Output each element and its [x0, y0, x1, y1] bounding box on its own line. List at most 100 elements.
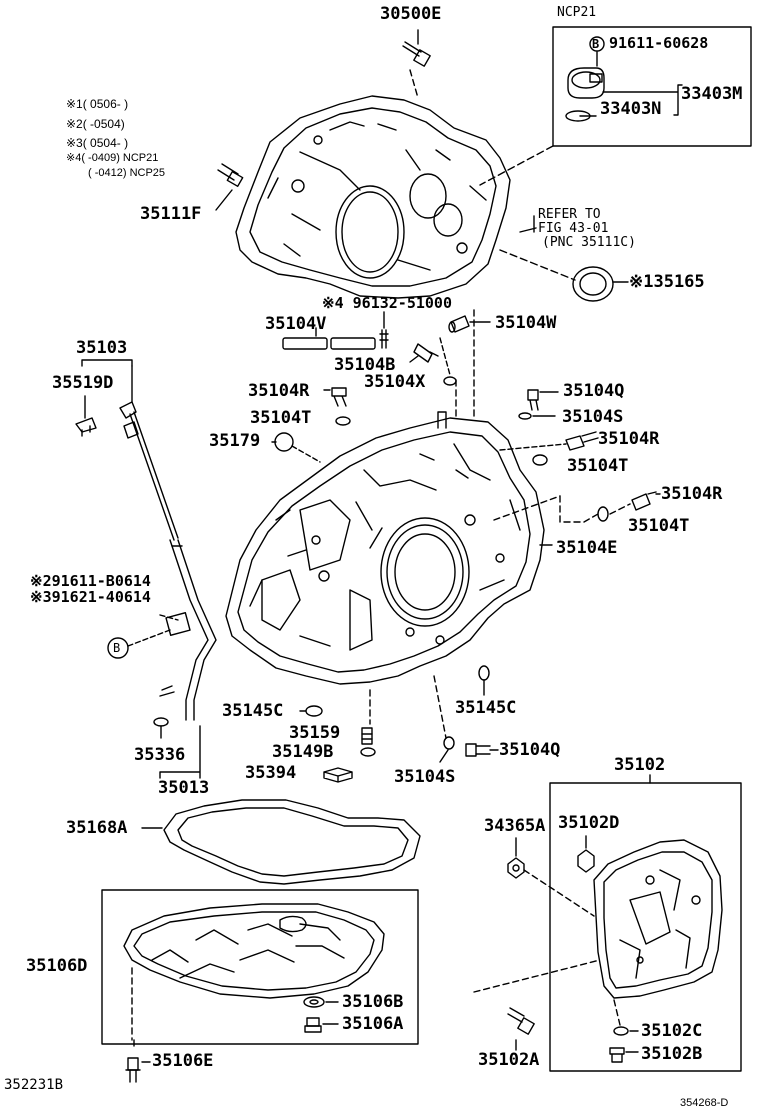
label-35104T-2: 35104T	[567, 456, 629, 476]
bolt-35111F	[217, 163, 244, 188]
label-35102A: 35102A	[478, 1050, 540, 1070]
label-35159: 35159	[289, 723, 341, 743]
transaxle-case-main	[225, 411, 545, 685]
note-1: ※1( 0506- )	[66, 97, 129, 111]
ncp21-leaders	[579, 51, 683, 117]
dash-bottom	[369, 675, 447, 739]
dash-35104X	[439, 337, 451, 376]
label-35013: 35013	[158, 778, 210, 798]
plug-34365A	[507, 857, 525, 879]
magnet-35394	[323, 767, 353, 783]
label-35106D: 35106D	[26, 956, 88, 976]
pin-96132	[379, 329, 389, 349]
label-33403N: 33403N	[600, 99, 662, 119]
label-35106A: 35106A	[342, 1014, 404, 1034]
label-34365A: 34365A	[484, 816, 546, 836]
oring-35104S-top	[518, 412, 532, 420]
oring-35336	[153, 717, 169, 727]
label-35104S-1: 35104S	[562, 407, 624, 427]
bolt-30500E	[402, 41, 431, 67]
oring-35104T-left	[335, 416, 351, 426]
bolt-35104Q-bottom	[465, 743, 491, 757]
label-35104X: 35104X	[364, 372, 426, 392]
label-35104Q-1: 35104Q	[563, 381, 625, 401]
bolt-35104Q-top	[527, 389, 539, 411]
label-91621-40614: ※391621-40614	[30, 588, 151, 606]
oring-35104S-bottom	[443, 736, 455, 750]
dash-35179	[291, 445, 321, 463]
note-5: ( -0412) NCP25	[88, 167, 166, 179]
transaxle-housing-upper	[235, 95, 511, 299]
label-35104T-3: 35104T	[628, 516, 690, 536]
marker-b-ncp21: B	[592, 37, 600, 51]
label-35104Q-2: 35104Q	[499, 740, 561, 760]
dash-35102-parts	[473, 959, 621, 1026]
label-35336: 35336	[134, 745, 186, 765]
label-35102: 35102	[614, 755, 666, 775]
oring-35102C	[613, 1026, 629, 1036]
clip-35519D	[75, 417, 97, 437]
label-35168A: 35168A	[66, 818, 128, 838]
filler-tube-35013	[159, 539, 217, 721]
label-35145C-right: 35145C	[455, 698, 517, 718]
note-3: ※3( 0504- )	[66, 136, 129, 150]
refer-line-3: (PNC 35111C)	[542, 235, 636, 250]
gasket-35106B	[303, 996, 325, 1008]
label-35104W: 35104W	[495, 313, 557, 333]
pipe-35104W	[448, 315, 470, 333]
washer-35145C-left	[305, 705, 323, 717]
label-35106E: 35106E	[152, 1051, 214, 1071]
extension-housing-35102	[593, 839, 723, 999]
oil-seal-135165	[572, 266, 614, 302]
bracket-35013	[159, 725, 201, 779]
bolt-35104R-mid	[565, 431, 599, 451]
label-35149B: 35149B	[272, 742, 334, 762]
sensor-part	[565, 36, 605, 122]
ncp21-box	[552, 26, 752, 147]
label-ncp21: NCP21	[557, 5, 597, 20]
oil-pan-35106D	[123, 903, 385, 999]
dash-30500E	[409, 69, 419, 99]
gasket-35168A	[163, 799, 421, 885]
washer-35149B	[360, 747, 376, 757]
leader-35111F	[215, 189, 233, 211]
label-35111F: 35111F	[140, 204, 202, 224]
dash-35104R-mid	[499, 443, 567, 451]
bolt-35106E	[125, 1057, 141, 1083]
marker-b-left-text: B	[113, 641, 121, 655]
label-352231B: 352231B	[4, 1077, 64, 1093]
union-35104B	[413, 343, 439, 363]
oring-35145C-right	[478, 665, 490, 681]
dash-marker-b	[127, 629, 171, 647]
bolt-35102B	[609, 1047, 625, 1063]
label-35102D: 35102D	[558, 813, 620, 833]
plug-35106A	[304, 1017, 322, 1033]
note-4: ※4( -0409) NCP21	[66, 152, 159, 164]
refer-line-1: REFER TO	[538, 207, 601, 222]
label-35104E: 35104E	[556, 538, 618, 558]
marker-b-left	[107, 637, 129, 659]
label-35104S-2: 35104S	[394, 767, 456, 787]
label-35519D: 35519D	[52, 373, 114, 393]
bolt-35102A	[507, 1007, 535, 1035]
label-35104B: 35104B	[334, 355, 396, 375]
oring-35104X	[443, 376, 457, 386]
dash-case-top	[455, 309, 475, 421]
note-2: ※2( -0504)	[66, 117, 125, 131]
label-35104V: 35104V	[265, 314, 327, 334]
dash-35106D	[131, 967, 135, 1047]
label-35102C: 35102C	[641, 1021, 703, 1041]
dipstick-35103	[119, 401, 179, 541]
label-35102B: 35102B	[641, 1044, 703, 1064]
label-91611-60628: 91611-60628	[609, 34, 709, 52]
bolt-35104R-low	[631, 491, 657, 511]
bracket-35103	[81, 359, 133, 367]
label-35104R-1: 35104R	[248, 381, 310, 401]
label-35179: 35179	[209, 431, 261, 451]
label-91611-B0614: ※291611-B0614	[30, 572, 151, 590]
bolt-35104R-left	[331, 387, 347, 407]
document-id: 354268-D	[680, 1097, 729, 1109]
leader-refer	[519, 215, 537, 233]
